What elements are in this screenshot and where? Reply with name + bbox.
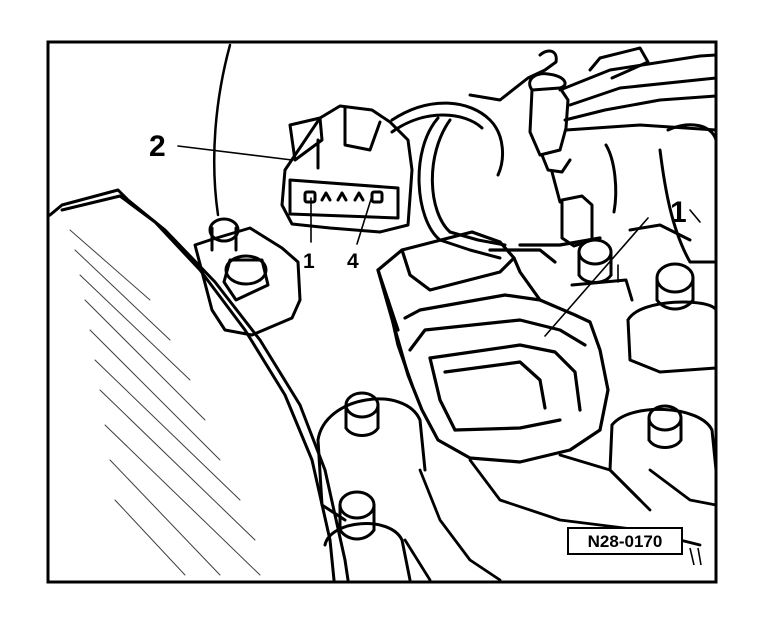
callout-pin-4: 4	[347, 250, 359, 273]
head-bolt-bottom	[323, 490, 412, 582]
head-bolt-right-upper	[626, 262, 718, 374]
reference-code: N28-0170	[588, 532, 663, 551]
cover-shading	[69, 229, 261, 576]
engine-cover-left	[48, 43, 350, 582]
left-bolt-boss	[193, 217, 302, 337]
callout-2: 2	[149, 130, 166, 163]
head-bolt-center	[316, 391, 427, 522]
reference-code-box: N28-0170	[567, 527, 702, 566]
callout-1: 1	[670, 196, 687, 229]
wiring-harness	[390, 49, 558, 260]
upper-pipes	[558, 46, 718, 132]
electrical-connector	[280, 104, 414, 234]
callout-pin-1: 1	[303, 250, 315, 273]
leader-lines	[177, 145, 701, 337]
figure-frame	[46, 40, 718, 584]
